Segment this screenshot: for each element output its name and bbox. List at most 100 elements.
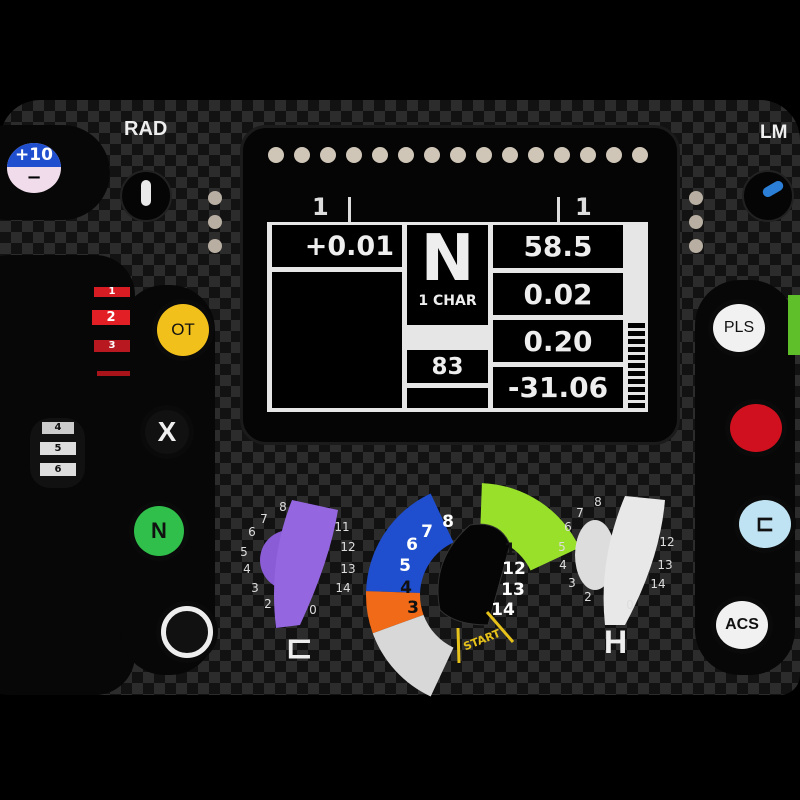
right-dial-label: H [604,624,628,660]
c-label: ⊏ [755,511,775,536]
n-label: N [151,518,167,543]
top-left-marker: 1 [312,193,329,221]
strip-position-6: 6 [40,463,76,476]
left-dial-number: 7 [260,512,268,526]
left-dial-knob[interactable] [274,500,338,628]
left-blank-panel [272,272,402,408]
right-dial-number: 4 [559,558,567,572]
lm-label: LM [760,122,788,143]
acs-label: ACS [725,616,759,633]
shift-light [294,147,310,163]
left-dial-number: 0 [309,603,317,617]
bar-segment [628,395,645,400]
shift-light [502,147,518,163]
bar-segment [628,379,645,384]
left-side-light [208,191,222,205]
bar-segment [628,347,645,352]
left-dial-number: 8 [279,500,287,514]
rad-toggle-switch[interactable] [120,170,172,222]
acs-button[interactable]: ACS [716,601,768,649]
right-dial-number: 6 [564,520,572,534]
ot-label: OT [171,320,195,339]
strip-position-1: 1 [94,287,130,297]
bar-segment [628,403,645,408]
bar-graph [628,320,645,408]
center-dial-number: 4 [400,578,412,598]
gear-indicator: N [420,222,475,296]
shift-light [424,147,440,163]
blue-segment [366,493,454,593]
right-value-1: 58.5 [493,225,623,268]
left-rotary-strip-upper[interactable]: 1 2 3 [92,285,132,380]
strip-position-3: 3 [94,340,130,352]
center-dial-number: 13 [501,580,525,600]
x-button[interactable]: X [145,410,189,454]
right-value-2: 0.02 [493,273,623,315]
minus-label: − [26,167,42,188]
delta-time: +0.01 [272,225,402,267]
start-marker-line [485,611,515,643]
bar-segment [628,339,645,344]
marker-line [557,197,560,222]
ot-button[interactable]: OT [157,304,209,356]
right-grip-green-accent [788,295,800,355]
right-dial-number: 8 [594,495,602,509]
left-dial-number: 13 [340,562,356,576]
shift-light [268,147,284,163]
green-segment [480,483,580,571]
bar-segment [628,331,645,336]
shift-light [320,147,336,163]
c-button[interactable]: ⊏ [739,500,791,548]
red-button[interactable] [730,404,782,452]
center-dial-number: 7 [421,522,433,542]
marker-line [348,197,351,222]
right-value-4: -31.06 [493,367,623,408]
right-side-light [689,239,703,253]
center-dial-number: 6 [406,535,418,555]
pls-label: PLS [723,319,755,336]
right-value-3: 0.20 [493,320,623,362]
shift-light [346,147,362,163]
shift-light [372,147,388,163]
right-dial-number: 0 [626,598,634,612]
circle-button[interactable] [161,606,213,658]
pls-button[interactable]: PLS [713,304,765,352]
shift-light [580,147,596,163]
n-button[interactable]: N [134,506,184,556]
right-dial-number: 13 [657,558,673,572]
top-right-marker: 1 [575,193,592,221]
right-dial-number: 7 [576,506,584,520]
shift-light [528,147,544,163]
gear-panel: N 1 CHAR [407,225,488,325]
left-dial-number: 11 [334,520,350,534]
center-dial-number: 14 [491,600,515,620]
left-rotary-strip-lower[interactable]: 4 5 6 [30,418,85,488]
right-dial-number: 14 [650,577,666,591]
shift-light [398,147,414,163]
left-dial-number: 12 [340,540,356,554]
bar-segment [628,355,645,360]
strip-position-4: 4 [42,422,74,434]
rad-label: RAD [124,118,168,140]
gear-mode-label: 1 CHAR [418,293,477,309]
center-dial-number: 3 [407,598,419,618]
start-marker-line [456,627,461,664]
orange-segment [366,591,424,634]
bar-segment [628,371,645,376]
right-dial-number: 3 [568,576,576,590]
bar-segment [628,323,645,328]
center-value: 83 [407,350,488,383]
right-dial-knob[interactable] [603,496,665,625]
right-dial-number: 5 [558,540,566,554]
lm-toggle-switch[interactable] [742,170,794,222]
x-label: X [157,416,177,447]
left-dial-number: 4 [243,562,251,576]
shift-light [476,147,492,163]
shift-light [450,147,466,163]
strip-position-2: 2 [92,310,130,325]
right-dial-number: 12 [659,535,675,549]
shift-light [606,147,622,163]
center-dial-knob[interactable] [437,523,511,626]
center-dial-number: 12 [502,559,526,579]
right-side-light [689,215,703,229]
